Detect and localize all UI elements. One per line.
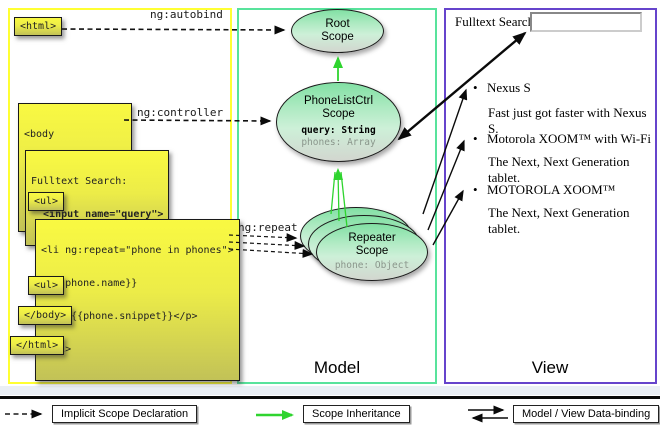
phone-name: Motorola XOOM™ with Wi-Fi <box>487 131 652 146</box>
code-line: <body <box>24 129 55 140</box>
view-panel-label: View <box>531 358 569 377</box>
ng-controller-label: ng:controller <box>137 106 224 119</box>
list-item: • Nexus S <box>473 80 531 96</box>
bullet-icon: • <box>473 131 478 146</box>
model-panel-label: Model <box>313 358 361 377</box>
scope-title: Scope <box>355 245 389 257</box>
list-item: • Motorola XOOM™ with Wi-Fi <box>473 131 651 147</box>
search-input[interactable] <box>530 12 642 32</box>
li-repeat-code-box: <li ng:repeat="phone in phones"> {{phone… <box>35 219 240 381</box>
code-line: <p>{{phone.snippet}}</p> <box>41 311 198 322</box>
scope-title: Scope <box>321 31 354 43</box>
ul-close-tag-box: <ul> <box>28 276 65 295</box>
scope-title: PhoneListCtrl <box>303 95 374 107</box>
scope-title: Root <box>325 18 350 30</box>
code-line: <input name="query"> <box>31 209 164 220</box>
scope-title: Repeater <box>348 232 396 244</box>
phone-snippet: The Next, Next Generation tablet. <box>488 205 630 236</box>
html-open-tag-box: <html> <box>14 17 63 36</box>
model-panel <box>237 8 437 384</box>
body-close-tag-box: </body> <box>18 306 73 325</box>
phone-snippet: The Next, Next Generation tablet. <box>488 154 630 185</box>
code-line: Fulltext Search: <box>31 176 128 187</box>
legend-databinding-label: Model / View Data-binding <box>513 405 660 423</box>
phone-name: MOTOROLA XOOM™ <box>487 182 616 197</box>
list-item: • MOTOROLA XOOM™ <box>473 182 615 198</box>
code-line: <li ng:repeat="phone in phones"> <box>41 245 234 256</box>
legend-separator-line <box>0 396 660 399</box>
scope-property-query: query: String <box>301 125 376 136</box>
view-fulltext-search-label: Fulltext Search: <box>455 14 538 29</box>
repeater-scope-ellipse-front: Repeater Scope phone: Object <box>316 223 428 281</box>
bottom-band <box>0 386 660 395</box>
phone-name: Nexus S <box>487 80 531 95</box>
phonelistctrl-scope-ellipse: PhoneListCtrl Scope query: String phones… <box>276 82 401 162</box>
code-line: </li> <box>41 344 234 355</box>
html-close-tag-box: </html> <box>10 336 65 355</box>
legend-scope-inheritance-label: Scope Inheritance <box>303 405 410 423</box>
root-scope-ellipse: Root Scope <box>291 9 384 53</box>
scope-title: Scope <box>322 108 355 120</box>
bullet-icon: • <box>473 80 478 95</box>
ul-open-tag-box: <ul> <box>28 192 65 211</box>
code-line: {{phone.name}} <box>41 278 138 289</box>
scope-property-phones: phones: Array <box>301 137 376 148</box>
ng-autobind-label: ng:autobind <box>150 8 223 21</box>
legend-implicit-scope-label: Implicit Scope Declaration <box>52 405 198 423</box>
scope-property-phone: phone: Object <box>334 260 410 271</box>
ng-repeat-label: ng:repeat <box>238 221 298 234</box>
bullet-icon: • <box>473 182 478 197</box>
